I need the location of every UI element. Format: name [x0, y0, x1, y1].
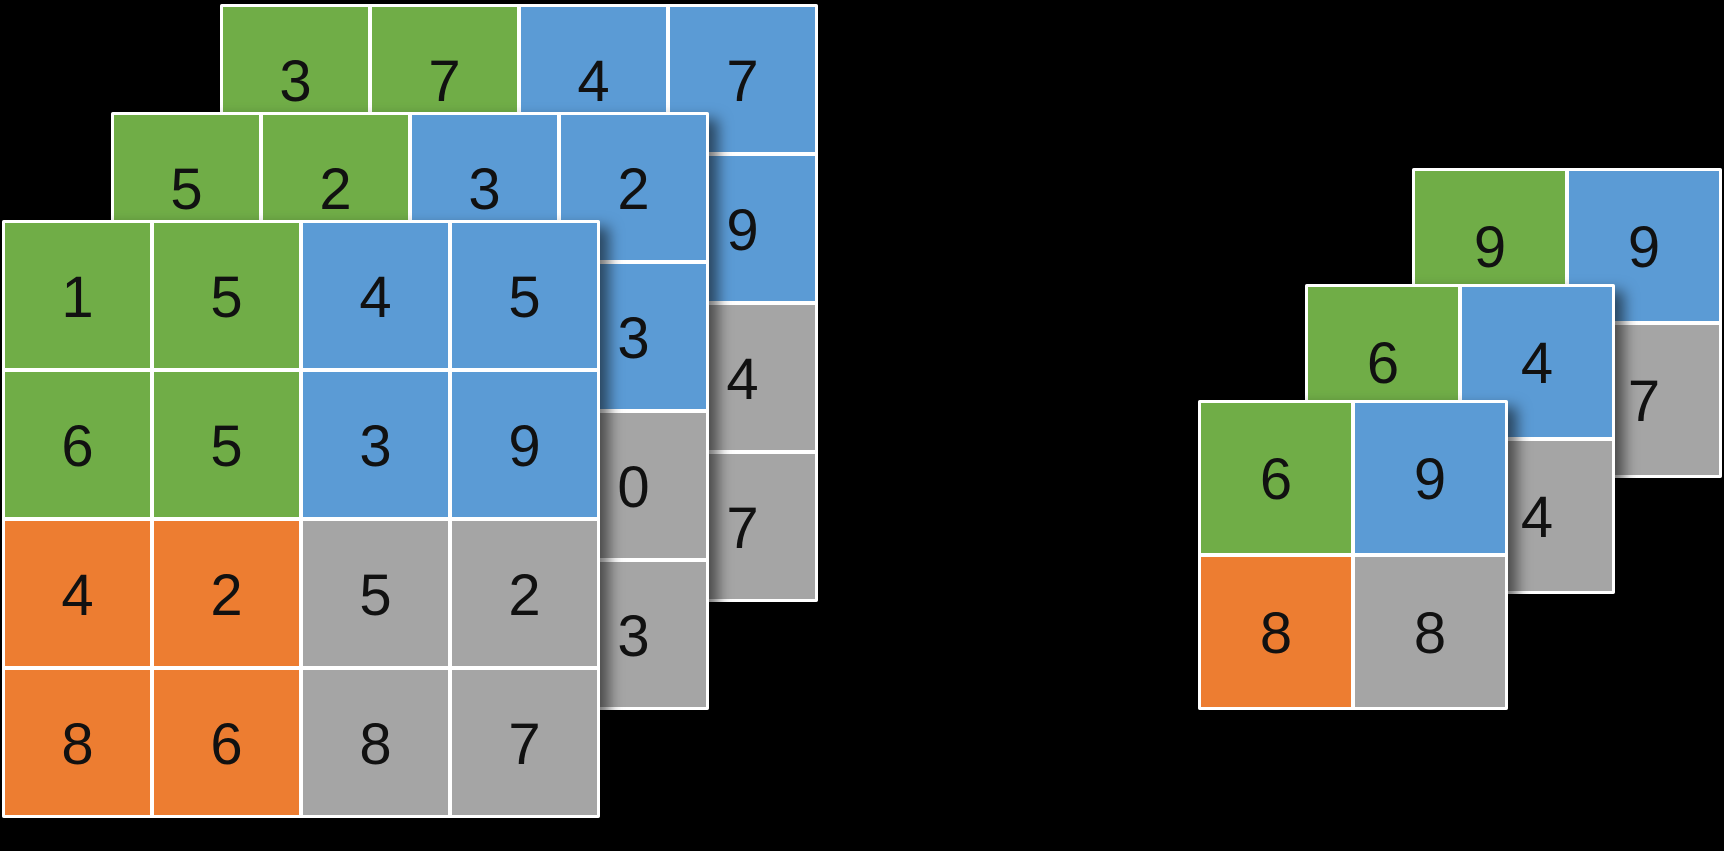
matrix-cell: 8 — [303, 670, 448, 815]
matrix-cell: 9 — [1355, 403, 1505, 553]
matrix-cell: 1 — [5, 223, 150, 368]
matrix-cell: 2 — [561, 115, 706, 260]
matrix-cell: 6 — [154, 670, 299, 815]
matrix-cell: 5 — [303, 521, 448, 666]
matrix-cell: 3 — [303, 372, 448, 517]
matrix-cell: 2 — [154, 521, 299, 666]
matrix-cell: 6 — [1201, 403, 1351, 553]
matrix-cell: 2 — [452, 521, 597, 666]
matrix-cell: 9 — [452, 372, 597, 517]
matrix-cell: 5 — [452, 223, 597, 368]
matrix-cell: 7 — [452, 670, 597, 815]
matrix-cell: 8 — [1355, 557, 1505, 707]
matrix-cell: 8 — [5, 670, 150, 815]
matrix-cell: 5 — [154, 372, 299, 517]
matrix-cell: 4 — [5, 521, 150, 666]
matrix-cell: 6 — [5, 372, 150, 517]
matrix-cell: 8 — [1201, 557, 1351, 707]
matrix-cell: 5 — [154, 223, 299, 368]
matrix-cell: 4 — [303, 223, 448, 368]
